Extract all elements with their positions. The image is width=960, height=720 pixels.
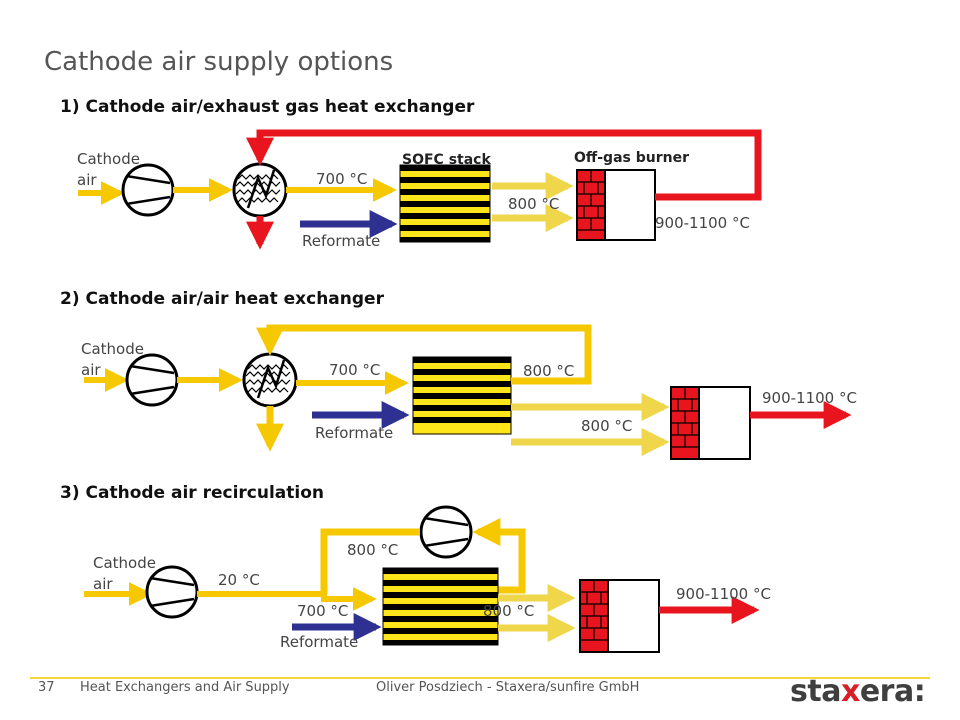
section-3-t-stack-in: 700 °C (297, 602, 349, 620)
staxera-logo: staxera: (790, 674, 926, 709)
section-2-heading: 2) Cathode air/air heat exchanger (60, 289, 384, 309)
section-2-inlet-label: Cathode air (81, 340, 144, 379)
recirculation-blower-icon (419, 505, 473, 559)
section-1-t-stack-out: 800 °C (508, 195, 560, 213)
page-title: Cathode air supply options (44, 47, 394, 77)
off-gas-burner (670, 386, 751, 460)
logo-part-1: sta (790, 674, 841, 709)
section-2-t-stack-out-top: 800 °C (523, 362, 575, 380)
section-1-t-stack-in: 700 °C (316, 170, 368, 188)
recirculation-return-line (320, 528, 420, 594)
sofc-stack (412, 356, 512, 435)
section-3-t-inlet: 20 °C (218, 571, 260, 589)
air-return-line (256, 324, 592, 385)
section-2-t-stack-in: 700 °C (329, 361, 381, 379)
section-3-t-stack-out: 800 °C (483, 602, 535, 620)
footer-left-text: Heat Exchangers and Air Supply (80, 680, 290, 695)
section-2-reformate-label: Reformate (315, 424, 394, 442)
off-gas-burner (579, 579, 660, 653)
compressor-icon (125, 353, 179, 407)
sofc-stack (399, 164, 491, 243)
sofc-stack (382, 567, 499, 646)
section-3-heading: 3) Cathode air recirculation (60, 483, 325, 503)
section-1-burner-label: Off-gas burner (574, 150, 689, 166)
section-2-diagram (84, 324, 852, 460)
section-3-inlet-label: Cathode air (93, 554, 156, 593)
heat-exchanger-icon (232, 162, 288, 218)
air-to-stack-line (197, 587, 377, 611)
footer-center-text: Oliver Posdziech - Staxera/sunfire GmbH (376, 680, 640, 695)
section-3-t-recirc: 800 °C (347, 541, 399, 559)
section-1-inlet-label: Cathode air (77, 150, 140, 189)
section-3-t-burner-out: 900-1100 °C (676, 585, 771, 603)
recirculation-line (472, 518, 526, 594)
section-1-diagram (78, 129, 762, 250)
section-1-stack-label: SOFC stack (402, 152, 491, 168)
section-2-t-burner-out: 900-1100 °C (762, 389, 857, 407)
section-1-heading: 1) Cathode air/exhaust gas heat exchange… (60, 97, 475, 117)
page-number: 37 (38, 680, 55, 695)
section-1-t-burner-out: 900-1100 °C (655, 214, 750, 232)
section-2-t-stack-out: 800 °C (581, 417, 633, 435)
section-3-diagram (84, 505, 760, 653)
section-1-reformate-label: Reformate (302, 232, 381, 250)
logo-part-2: era: (859, 674, 926, 709)
heat-exchanger-icon (242, 352, 298, 408)
section-3-reformate-label: Reformate (280, 633, 359, 651)
off-gas-burner (576, 169, 656, 241)
logo-x: x (840, 674, 860, 709)
exhaust-return-line (246, 129, 762, 201)
